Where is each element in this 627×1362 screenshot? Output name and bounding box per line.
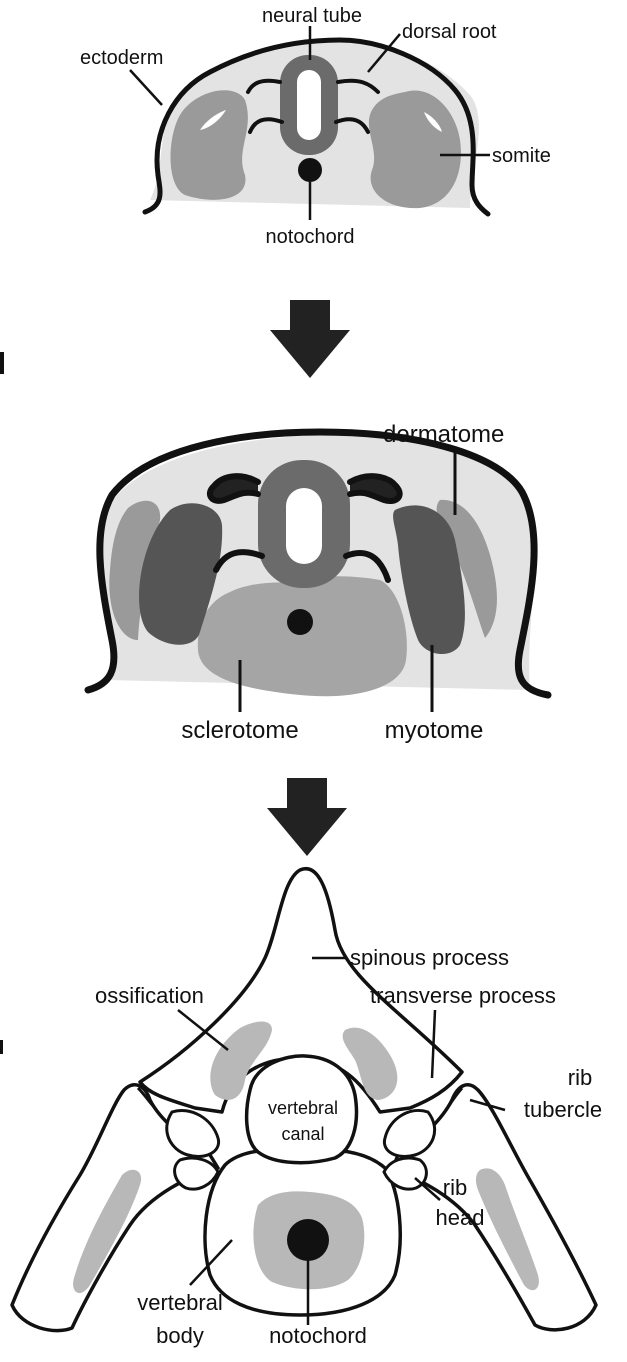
stage3-rib-head-left [175,1158,218,1189]
label-somite: somite [492,145,551,167]
stage1-neural-canal [297,70,321,140]
stage-3-vertebra: spinous process ossification transverse … [12,869,602,1348]
stage-2-somite-differentiation: dermatome sclerotome myotome [88,421,548,744]
label-spinous-process: spinous process [350,945,509,970]
label-vertebral-canal-1: vertebral [268,1098,338,1118]
label-ectoderm: ectoderm [80,47,163,69]
label-transverse-process: transverse process [370,983,556,1008]
stage-1-early-embryo: neural tube dorsal root ectoderm somite … [80,5,551,248]
leader-ectoderm [130,70,162,105]
label-notochord-stage1: notochord [266,226,355,248]
margin-glyph [0,1040,3,1054]
label-neural-tube: neural tube [262,5,362,27]
label-rib-head-2: head [436,1205,485,1230]
label-rib-tubercle-1: rib [568,1065,592,1090]
arrow-down-2 [267,778,347,856]
arrow-down-1 [270,300,350,378]
label-dermatome: dermatome [383,421,504,448]
label-ossification: ossification [95,983,204,1008]
label-vertebral-body-1: vertebral [137,1290,223,1315]
stage1-notochord [298,158,322,182]
margin-glyph [0,352,4,374]
stage3-costal-facet-right [384,1110,434,1156]
stage2-neural-canal [286,488,322,564]
label-dorsal-root: dorsal root [402,21,497,43]
stage2-sclerotome [198,576,407,696]
label-rib-head-1: rib [443,1175,467,1200]
label-notochord-stage3: notochord [269,1323,367,1348]
label-myotome: myotome [385,717,484,744]
label-vertebral-body-2: body [156,1323,204,1348]
label-rib-tubercle-2: tubercle [524,1097,602,1122]
label-sclerotome: sclerotome [181,717,298,744]
label-vertebral-canal-2: canal [281,1124,324,1144]
stage2-notochord [287,609,313,635]
stage3-notochord [287,1219,329,1261]
